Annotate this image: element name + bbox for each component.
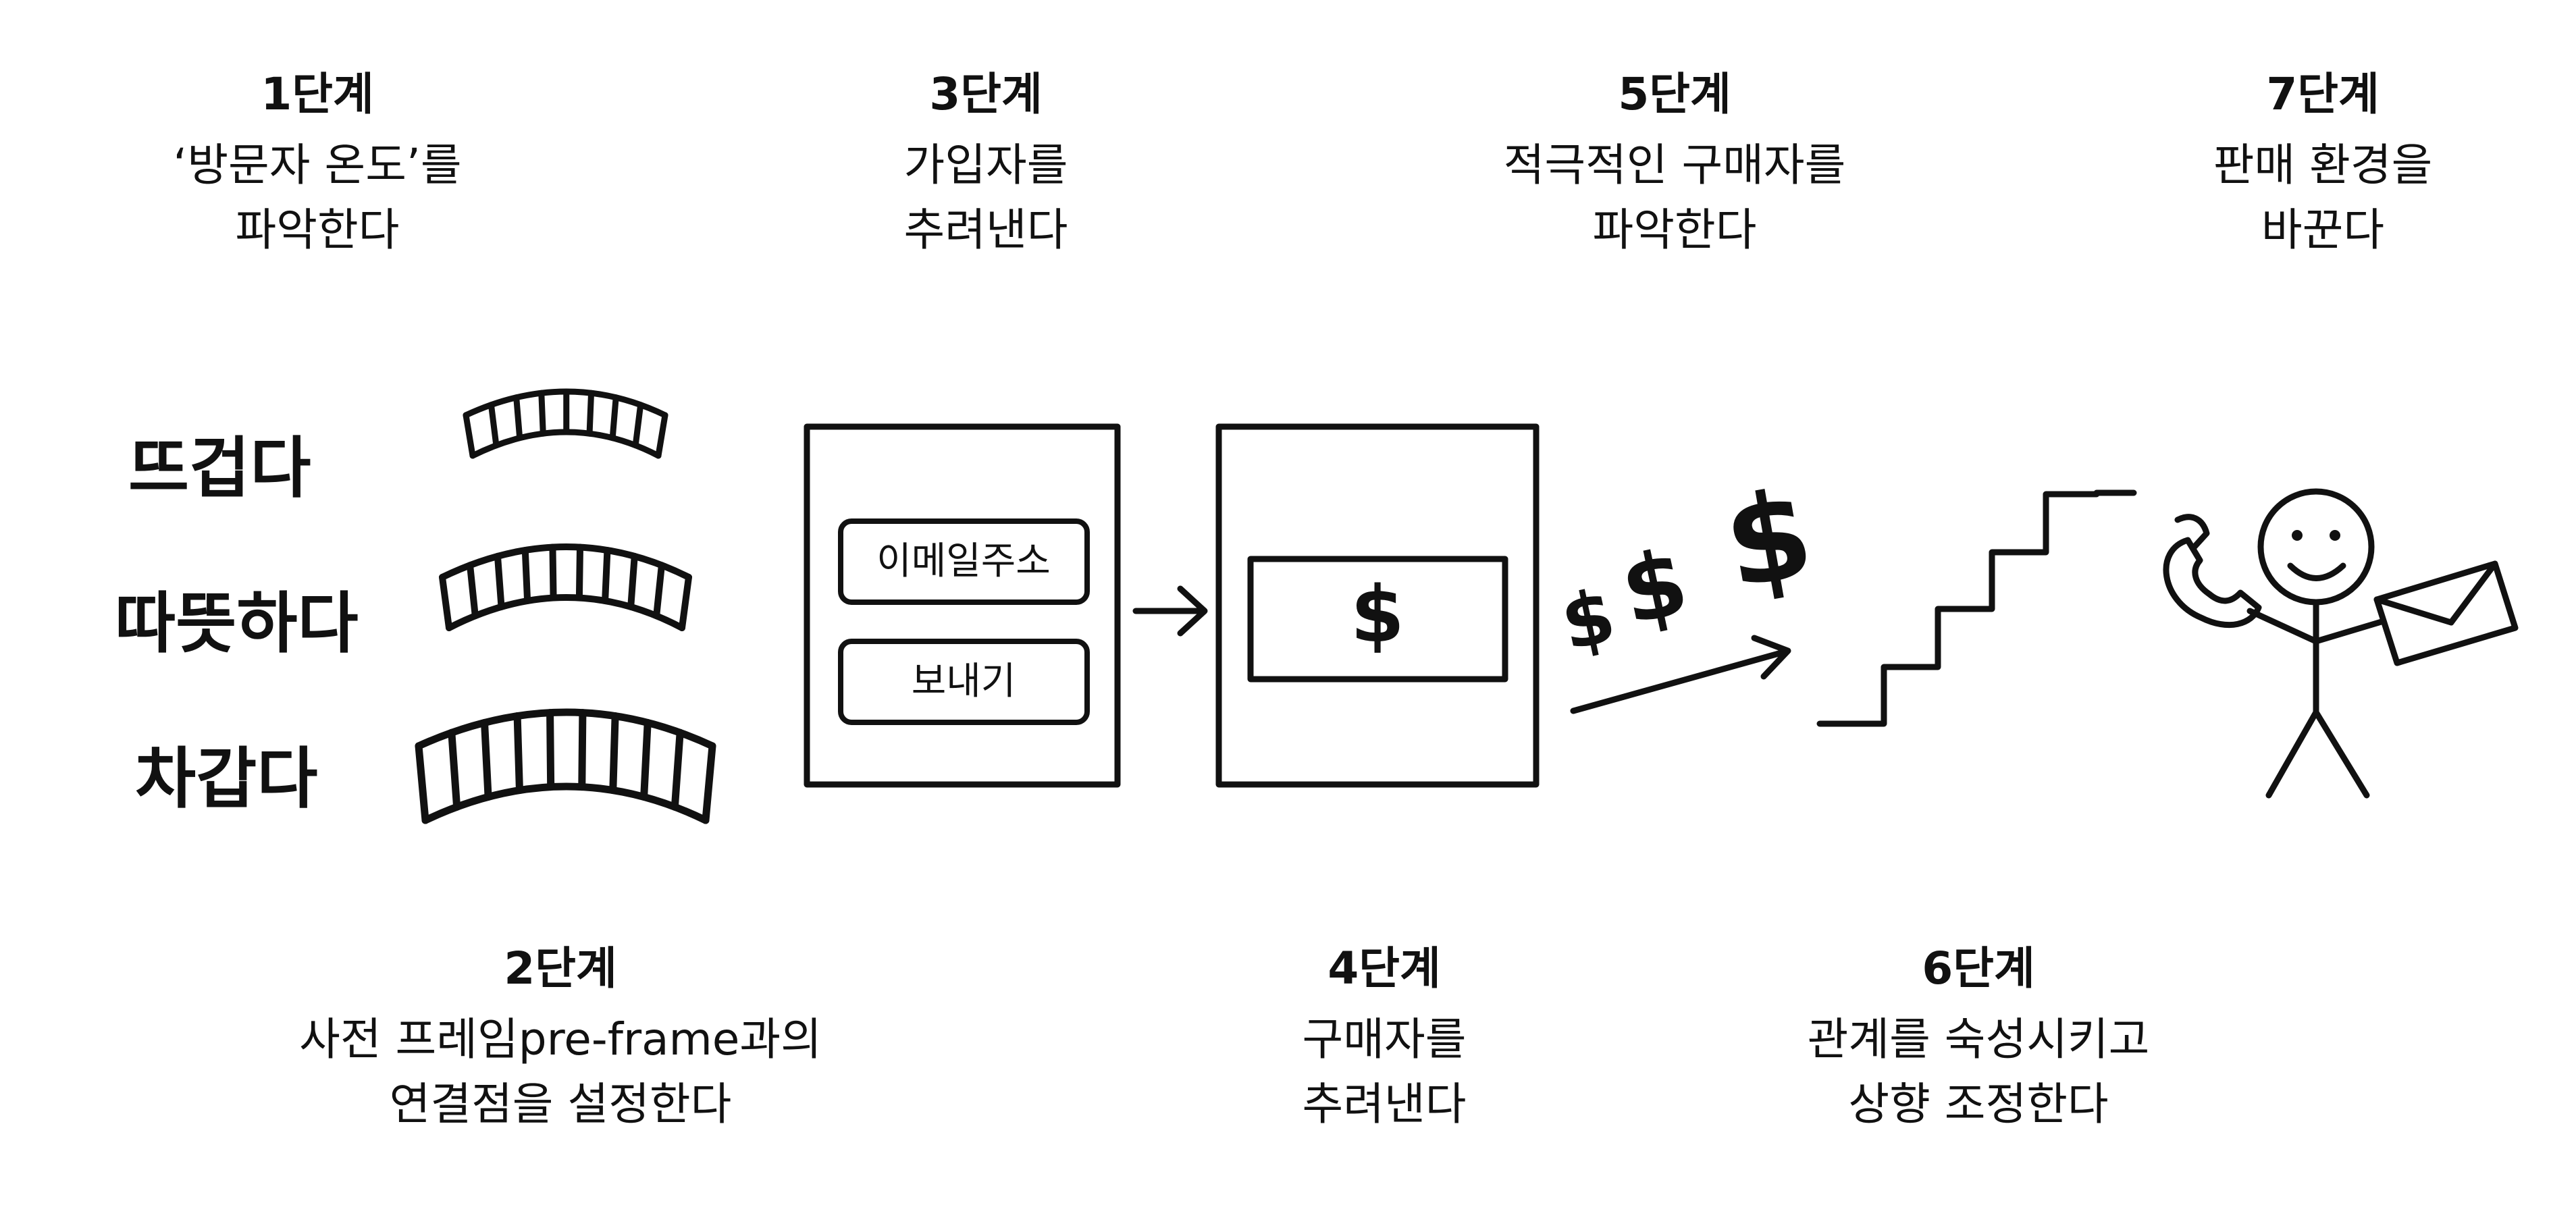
step-6-line2: 상향 조정한다 bbox=[1848, 1077, 2109, 1130]
dollar-icon: $ bbox=[1715, 463, 1823, 617]
bridge-slat bbox=[463, 412, 476, 459]
envelope-icon bbox=[2373, 560, 2519, 666]
temp-hot: 뜨겁다 bbox=[128, 430, 311, 507]
bridge-slat bbox=[415, 742, 429, 824]
bridge-slat bbox=[575, 543, 584, 602]
bridge-slat bbox=[640, 718, 652, 801]
arrow-right-icon bbox=[1132, 585, 1208, 637]
step-4-label: 4단계 bbox=[1328, 942, 1441, 994]
bridge-slat bbox=[586, 390, 595, 437]
email-field-label: 이메일주소 bbox=[876, 539, 1051, 583]
step-2-line1: 사전 프레임pre-frame과의 bbox=[299, 1013, 822, 1066]
step-1: 1단계 ‘방문자 온도’를 파악한다 bbox=[149, 68, 486, 263]
step-1-line1: ‘방문자 온도’를 bbox=[173, 139, 462, 192]
bridge-slat bbox=[578, 709, 587, 791]
bridge-slat bbox=[513, 394, 523, 442]
bridge-slat bbox=[609, 712, 619, 795]
bridge-slat bbox=[602, 547, 611, 604]
bridge-slat bbox=[488, 402, 500, 449]
bridge-slat bbox=[549, 543, 557, 602]
signup-form-box bbox=[804, 423, 1121, 788]
dollar-icon: $ bbox=[1554, 572, 1622, 667]
send-button-label: 보내기 bbox=[912, 660, 1016, 703]
dollar-icon: $ bbox=[1350, 570, 1404, 660]
buyer-box bbox=[1215, 423, 1540, 788]
step-5: 5단계 적극적인 구매자를 파악한다 bbox=[1438, 68, 1911, 263]
step-3: 3단계 가입자를 추려낸다 bbox=[817, 68, 1155, 263]
stairs-icon bbox=[1816, 489, 2137, 727]
bridge-slat bbox=[679, 574, 692, 631]
step-2-line2: 연결점을 설정한다 bbox=[389, 1077, 732, 1130]
bridge-slat bbox=[655, 412, 668, 459]
trend-arrow-icon bbox=[1570, 635, 1791, 714]
step-1-label: 1단계 bbox=[261, 68, 374, 120]
step-5-line1: 적극적인 구매자를 bbox=[1503, 139, 1846, 192]
bridge-slat bbox=[513, 712, 523, 795]
bridge-slat bbox=[671, 728, 684, 811]
bridge-slat bbox=[627, 552, 638, 610]
dollar-icon: $ bbox=[1612, 529, 1697, 645]
step-7-label: 7단계 bbox=[2266, 68, 2380, 120]
bridge-slat bbox=[521, 547, 531, 604]
bridge-slat bbox=[702, 742, 716, 824]
step-2: 2단계 사전 프레임pre-frame과의 연결점을 설정한다 bbox=[257, 942, 864, 1137]
smiley-person-icon bbox=[2246, 488, 2387, 799]
temp-warm: 따뜻하다 bbox=[115, 585, 359, 662]
bridge-slat bbox=[467, 562, 479, 620]
step-5-line2: 파악한다 bbox=[1592, 203, 1757, 256]
step-3-label: 3단계 bbox=[929, 68, 1043, 120]
bridge-icon bbox=[415, 708, 716, 824]
bridge-icon bbox=[439, 543, 692, 631]
step-4-line2: 추려낸다 bbox=[1302, 1077, 1467, 1130]
bridge-slat bbox=[609, 394, 619, 442]
step-7-line2: 바꾼다 bbox=[2261, 203, 2385, 256]
email-field bbox=[838, 518, 1090, 605]
bridge-slat bbox=[632, 402, 644, 449]
step-1-line2: 파악한다 bbox=[235, 203, 400, 256]
bridge-slat bbox=[439, 574, 452, 631]
step-5-label: 5단계 bbox=[1618, 68, 1731, 120]
step-7-line1: 판매 환경을 bbox=[2213, 139, 2433, 192]
step-3-line2: 추려낸다 bbox=[903, 203, 1068, 256]
step-6-line1: 관계를 숙성시키고 bbox=[1807, 1013, 2150, 1066]
send-button bbox=[838, 639, 1090, 725]
bridge-slat bbox=[448, 728, 461, 811]
step-7: 7단계 판매 환경을 바꾼다 bbox=[2147, 68, 2498, 263]
step-2-label: 2단계 bbox=[504, 942, 617, 994]
payment-slot bbox=[1247, 556, 1508, 683]
bridge-slat bbox=[494, 552, 505, 610]
bridge-slat bbox=[653, 562, 665, 620]
temp-cold: 차갑다 bbox=[135, 741, 318, 818]
bridge-slat bbox=[538, 390, 546, 437]
phone-icon bbox=[2163, 514, 2262, 629]
step-4: 4단계 구매자를 추려낸다 bbox=[1215, 942, 1553, 1137]
bridge-slat bbox=[546, 709, 555, 791]
step-4-line1: 구매자를 bbox=[1302, 1013, 1467, 1066]
step-6: 6단계 관계를 숙성시키고 상향 조정한다 bbox=[1729, 942, 2228, 1137]
step-3-line1: 가입자를 bbox=[903, 139, 1068, 192]
bridge-icon bbox=[463, 388, 668, 459]
step-6-label: 6단계 bbox=[1922, 942, 2035, 994]
bridge-slat bbox=[481, 718, 492, 801]
